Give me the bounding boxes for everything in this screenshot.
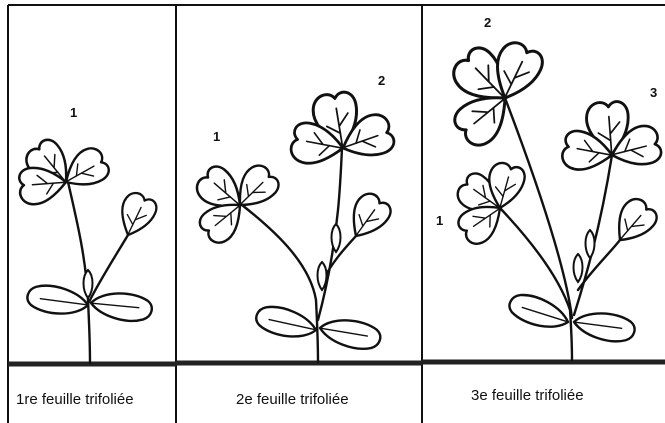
stage-1-plant-drawing	[16, 134, 160, 363]
stage-3-plant-drawing	[447, 38, 665, 360]
stage-caption: 2e feuille trifoliée	[236, 391, 349, 408]
leaf-number-label: 1	[70, 105, 77, 120]
leaf-number-label: 1	[213, 129, 220, 144]
leaf-number-label: 3	[650, 85, 657, 100]
stage-caption: 3e feuille trifoliée	[471, 387, 584, 404]
stage-2-plant-drawing	[192, 88, 399, 362]
stage-caption: 1re feuille trifoliée	[16, 391, 134, 408]
leaf-number-label: 2	[484, 15, 491, 30]
leaf-number-label: 1	[436, 213, 443, 228]
leaf-number-label: 2	[378, 73, 385, 88]
